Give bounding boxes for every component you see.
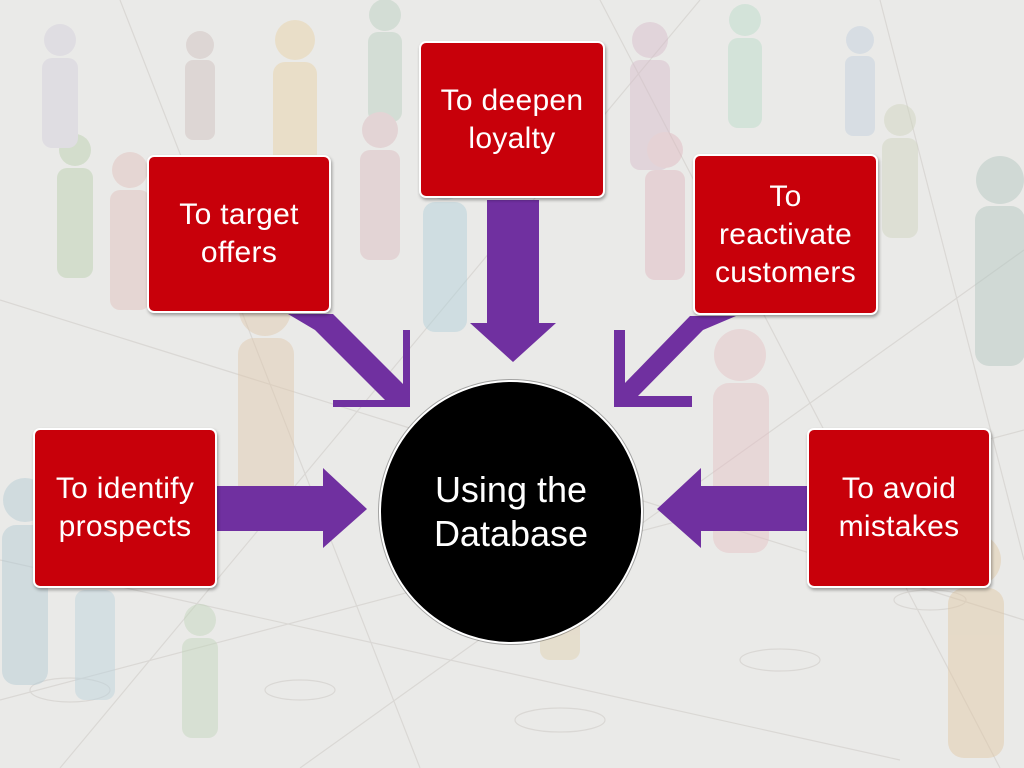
goal-box-avoid-mistakes: To avoid mistakes: [807, 428, 991, 588]
goal-label: To avoid mistakes: [838, 472, 960, 543]
goal-label: To reactivate customers: [714, 179, 857, 289]
goal-box-reactivate-customers: To reactivate customers: [693, 154, 878, 315]
center-circle: Using the Database: [379, 380, 643, 644]
arrow-down: [470, 200, 556, 362]
arrow-diagonal-left: [288, 314, 410, 407]
arrow-left: [657, 468, 807, 548]
goal-box-target-offers: To target offers: [147, 155, 331, 313]
arrow-diagonal-right: [614, 316, 736, 407]
goal-box-identify-prospects: To identify prospects: [33, 428, 217, 588]
goal-label: To identify prospects: [55, 472, 195, 543]
goal-label: To deepen loyalty: [440, 83, 584, 155]
goal-box-deepen-loyalty: To deepen loyalty: [419, 41, 605, 198]
arrow-right: [217, 468, 367, 548]
center-label: Using the Database: [433, 469, 589, 554]
goal-label: To target offers: [179, 198, 299, 269]
